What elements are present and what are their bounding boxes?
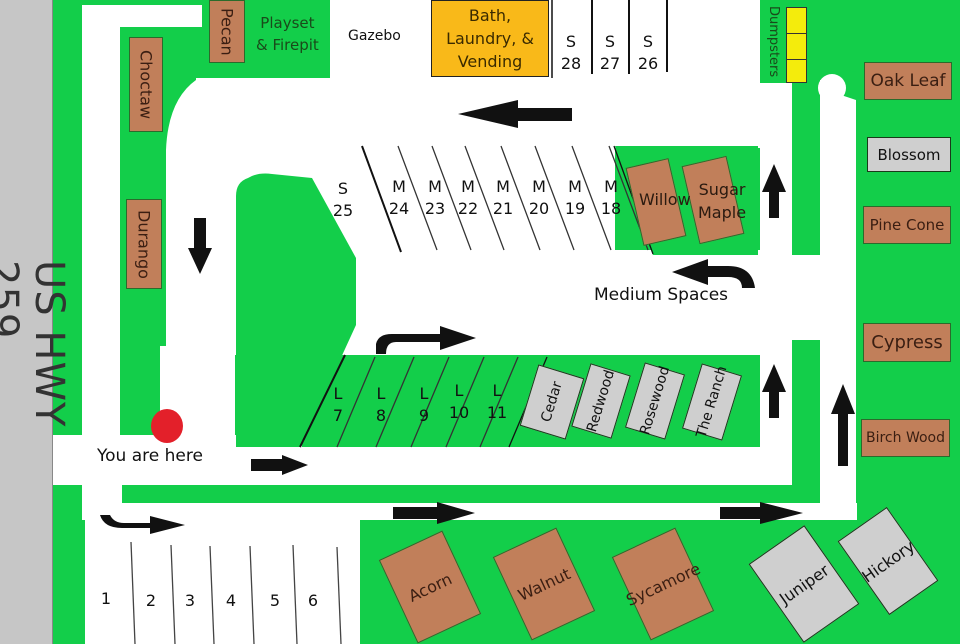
road-west-outer [82,5,120,445]
space-type: M [496,177,510,196]
dumpster-bin [787,34,806,60]
gazebo-label: Gazebo [348,28,401,44]
space-s28[interactable]: S 28 [558,31,584,75]
highway-label: US HWY 259 [0,260,72,428]
highway: US HWY 259 [0,0,72,644]
space-number: 23 [424,199,446,218]
cabin-durango[interactable]: Durango [126,199,162,289]
cabin-the-ranch-label: The Ranch [693,364,731,440]
space-type: L [419,384,429,403]
sugar-text: Sugar [698,180,746,199]
space-type: S [337,179,349,198]
cabin-sugar-maple-label: Sugar Maple [698,178,746,224]
space-m23[interactable]: M 23 [421,176,449,220]
space-type: M [604,177,618,196]
cabin-choctaw[interactable]: Choctaw [129,37,163,132]
bath-line3: Vending [457,52,523,71]
space-l10[interactable]: L 10 [446,380,472,424]
space-type: S [604,32,616,51]
space-number: 19 [564,199,586,218]
space-type: S [642,32,654,51]
cabin-willow-label: Willow [639,190,691,209]
cabin-blossom[interactable]: Blossom [867,137,951,172]
cabin-pecan[interactable]: Pecan [209,0,245,63]
playset-line2: & Firepit [256,36,319,54]
cabin-pine-cone[interactable]: Pine Cone [863,206,951,244]
space-l11[interactable]: L 11 [484,380,510,424]
space-m20[interactable]: M 20 [525,176,553,220]
space-number: 20 [528,199,550,218]
space-3[interactable]: 3 [184,591,196,610]
cabin-birch-wood[interactable]: Birch Wood [861,419,950,457]
space-number: 7 [332,406,344,425]
space-s26[interactable]: S 26 [635,31,661,75]
space-2[interactable]: 2 [145,591,157,610]
cabin-cedar-label: Cedar [538,379,566,425]
you-are-here-label: You are here [97,446,203,466]
space-m19[interactable]: M 19 [561,176,589,220]
dumpsters-label: Dumpsters [766,6,781,78]
space-m21[interactable]: M 21 [489,176,517,220]
space-number: 22 [457,199,479,218]
space-m18[interactable]: M 18 [597,176,625,220]
island-strip-south [122,485,792,503]
space-number: 10 [448,403,470,422]
space-number: 8 [375,406,387,425]
space-type: L [454,381,464,400]
space-s27[interactable]: S 27 [597,31,623,75]
space-number: 27 [599,54,621,73]
dumpster-bin [787,8,806,34]
bath-line2: Laundry, & [446,29,534,48]
arrow-left-top [458,100,572,128]
space-number: 25 [332,201,354,220]
space-1[interactable]: 1 [100,589,112,608]
space-type: L [492,381,502,400]
road-south-inner [235,447,792,487]
island-east-strip [792,340,820,490]
road-ws [82,485,122,510]
space-number: 18 [600,199,622,218]
playset-label: Playset & Firepit [256,12,319,56]
space-type: M [461,177,475,196]
island-pecan [166,28,196,80]
space-number: 11 [486,403,508,422]
medium-spaces-label: Medium Spaces [594,285,729,305]
maple-text: Maple [698,203,747,222]
playset-line1: Playset [260,14,315,32]
space-number: 21 [492,199,514,218]
space-number: 9 [418,406,430,425]
space-number: 28 [560,54,582,73]
space-5[interactable]: 5 [269,591,281,610]
space-type: S [565,32,577,51]
space-type: M [392,177,406,196]
you-are-here-marker [151,409,183,443]
space-m24[interactable]: M 24 [385,176,413,220]
bath-laundry-vending[interactable]: Bath, Laundry, & Vending [431,0,549,77]
space-type: L [333,384,343,403]
space-type: M [568,177,582,196]
cabin-cypress[interactable]: Cypress [863,323,951,362]
road-north [330,0,792,78]
cabin-redwood-label: Redwood [583,368,619,434]
bath-line1: Bath, [468,6,512,25]
cabin-oak-leaf[interactable]: Oak Leaf [864,62,952,100]
cabin-rosewood-label: Rosewood [636,364,674,438]
space-number: 26 [637,54,659,73]
space-s25[interactable]: S 25 [330,178,356,222]
space-type: M [428,177,442,196]
space-4[interactable]: 4 [225,591,237,610]
space-m22[interactable]: M 22 [454,176,482,220]
space-type: L [376,384,386,403]
space-6[interactable]: 6 [307,591,319,610]
dumpsters [786,7,807,83]
space-type: M [532,177,546,196]
space-number: 24 [388,199,410,218]
road-north-left [82,5,202,27]
